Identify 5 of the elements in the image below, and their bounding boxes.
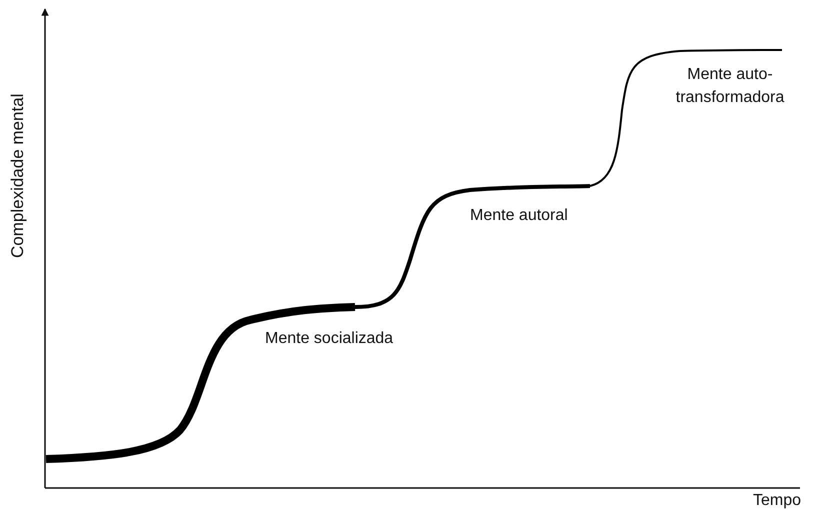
stage-label: Mente auto-transformadora [674,65,786,108]
stage-label: Mente autoral [470,206,568,226]
stage-label: Mente socializada [265,329,394,349]
y-axis-title: Complexidade mental [7,94,28,258]
x-axis-title: Tempo [753,491,802,510]
